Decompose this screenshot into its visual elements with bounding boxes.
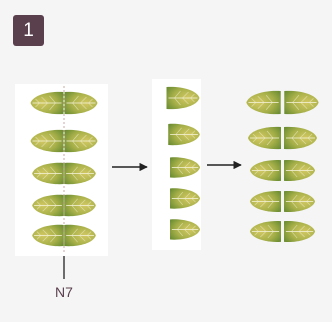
leaf-left-half [249, 159, 281, 182]
leaf-right-half [284, 159, 316, 182]
leaf-right-half [284, 90, 320, 115]
leaf-row [249, 159, 316, 182]
leaf-row [247, 126, 318, 150]
step-number-badge: 1 [13, 15, 44, 46]
leaf-row [249, 190, 316, 213]
mirrored-leaf-panel [245, 90, 320, 243]
leaf-right-half [284, 220, 316, 243]
leaf-left-half [247, 126, 281, 150]
leaf-left-half [245, 90, 281, 115]
leaf-right-half [284, 190, 316, 213]
leaf-right-half [284, 126, 318, 150]
leaf-left-half [249, 190, 281, 213]
full-leaf-panel: N7 [15, 84, 108, 300]
leaf-left-half [249, 220, 281, 243]
leaf-row [249, 220, 316, 243]
leaf-row [245, 90, 320, 115]
pointer-label: N7 [55, 284, 73, 300]
half-leaf-panel [152, 79, 201, 250]
